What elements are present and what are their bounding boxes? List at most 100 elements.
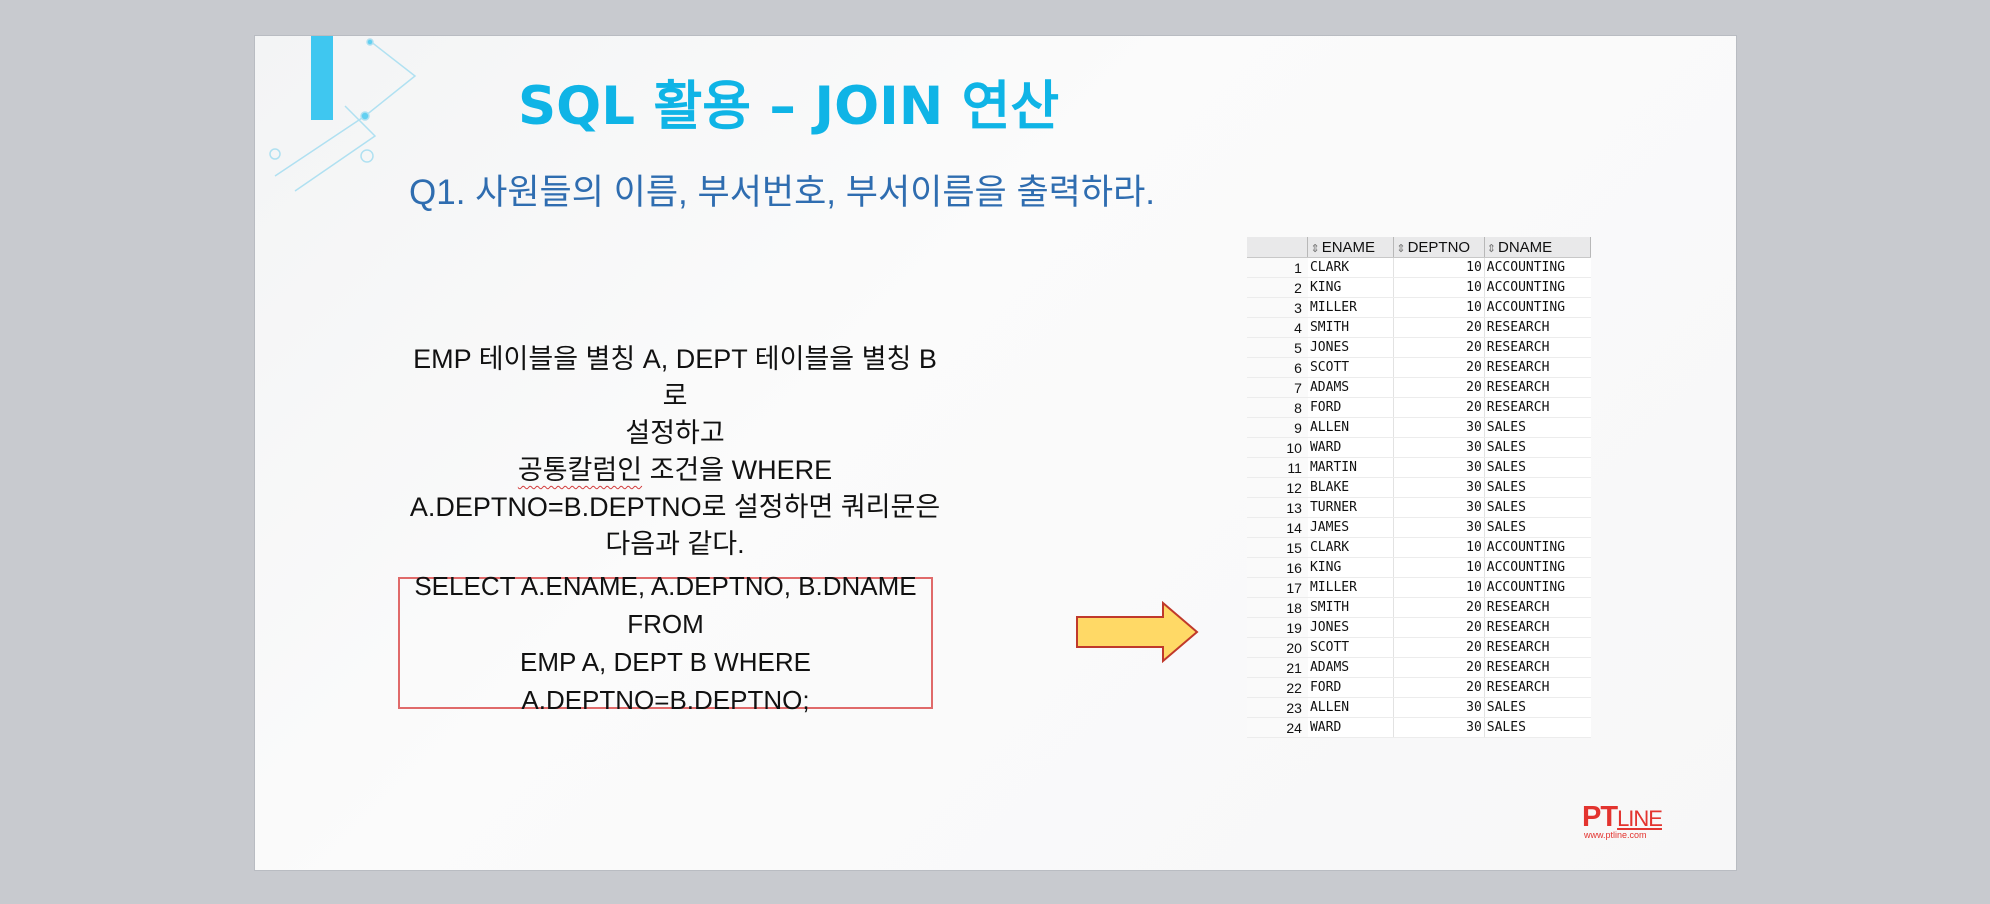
cell-deptno: 10 [1393,577,1485,598]
row-number-header [1247,237,1309,258]
column-header-deptno[interactable]: ⇕DEPTNO [1393,237,1485,258]
row-number: 18 [1247,597,1308,618]
cell-ename: ADAMS [1307,657,1395,678]
row-number: 24 [1247,717,1308,738]
question-text: Q1. 사원들의 이름, 부서번호, 부서이름을 출력하라. [409,173,1156,212]
cell-deptno: 30 [1393,477,1485,498]
sort-icon: ⇕ [1310,242,1320,255]
cell-ename: SMITH [1307,317,1395,338]
cell-dname: SALES [1484,717,1591,738]
cell-deptno: 30 [1393,417,1485,438]
cell-dname: RESEARCH [1484,397,1591,418]
cell-ename: WARD [1307,437,1395,458]
cell-ename: FORD [1307,397,1395,418]
cell-ename: ADAMS [1307,377,1395,398]
query-line-1: SELECT A.ENAME, A.DEPTNO, B.DNAME FROM [414,571,917,639]
cell-ename: BLAKE [1307,477,1395,498]
row-number: 6 [1247,357,1308,378]
column-header-dname[interactable]: ⇕DNAME [1484,237,1592,258]
row-number: 1 [1247,257,1308,278]
cell-dname: SALES [1484,437,1591,458]
row-number: 14 [1247,517,1308,538]
cell-ename: SCOTT [1307,637,1395,658]
cell-dname: RESEARCH [1484,617,1591,638]
cell-ename: ALLEN [1307,697,1395,718]
row-number: 9 [1247,417,1308,438]
cell-ename: CLARK [1307,257,1395,278]
cell-ename: WARD [1307,717,1395,738]
cell-dname: ACCOUNTING [1484,537,1591,558]
cell-dname: ACCOUNTING [1484,557,1591,578]
cell-deptno: 20 [1393,337,1485,358]
cell-ename: CLARK [1307,537,1395,558]
cell-dname: SALES [1484,417,1591,438]
cell-dname: RESEARCH [1484,377,1591,398]
cell-deptno: 20 [1393,637,1485,658]
row-number: 12 [1247,477,1308,498]
logo-pt: PT [1582,801,1618,833]
description-line-3-rest: 조건을 WHERE [642,455,833,485]
cell-dname: RESEARCH [1484,337,1591,358]
sort-icon: ⇕ [1486,242,1496,255]
column-header-ename[interactable]: ⇕ENAME [1307,237,1395,258]
cell-deptno: 20 [1393,617,1485,638]
cell-dname: SALES [1484,697,1591,718]
grid-header-row: ⇕ENAME ⇕DEPTNO ⇕DNAME [1247,237,1592,258]
row-number: 4 [1247,317,1308,338]
cell-dname: ACCOUNTING [1484,277,1591,298]
cell-deptno: 30 [1393,697,1485,718]
cell-dname: RESEARCH [1484,597,1591,618]
cell-ename: FORD [1307,677,1395,698]
cell-ename: TURNER [1307,497,1395,518]
query-text: SELECT A.ENAME, A.DEPTNO, B.DNAME FROM E… [400,567,931,719]
cell-deptno: 30 [1393,437,1485,458]
cell-dname: RESEARCH [1484,357,1591,378]
cell-ename: JONES [1307,337,1395,358]
slide-title: SQL 활용 – JOIN 연산 [518,76,1060,137]
cell-deptno: 20 [1393,377,1485,398]
cell-deptno: 10 [1393,257,1485,278]
row-number: 2 [1247,277,1308,298]
cell-deptno: 20 [1393,657,1485,678]
description-line-1: EMP 테이블을 별칭 A, DEPT 테이블을 별칭 B로 [413,344,937,411]
cell-dname: SALES [1484,497,1591,518]
cell-deptno: 10 [1393,557,1485,578]
row-number: 10 [1247,437,1308,458]
cell-deptno: 20 [1393,397,1485,418]
description-line-5: 다음과 같다. [605,529,745,559]
cell-dname: ACCOUNTING [1484,577,1591,598]
cell-ename: SCOTT [1307,357,1395,378]
row-number: 13 [1247,497,1308,518]
cell-ename: KING [1307,277,1395,298]
row-number: 3 [1247,297,1308,318]
cell-deptno: 30 [1393,457,1485,478]
right-arrow-icon [1076,601,1199,663]
sort-icon: ⇕ [1396,242,1406,255]
